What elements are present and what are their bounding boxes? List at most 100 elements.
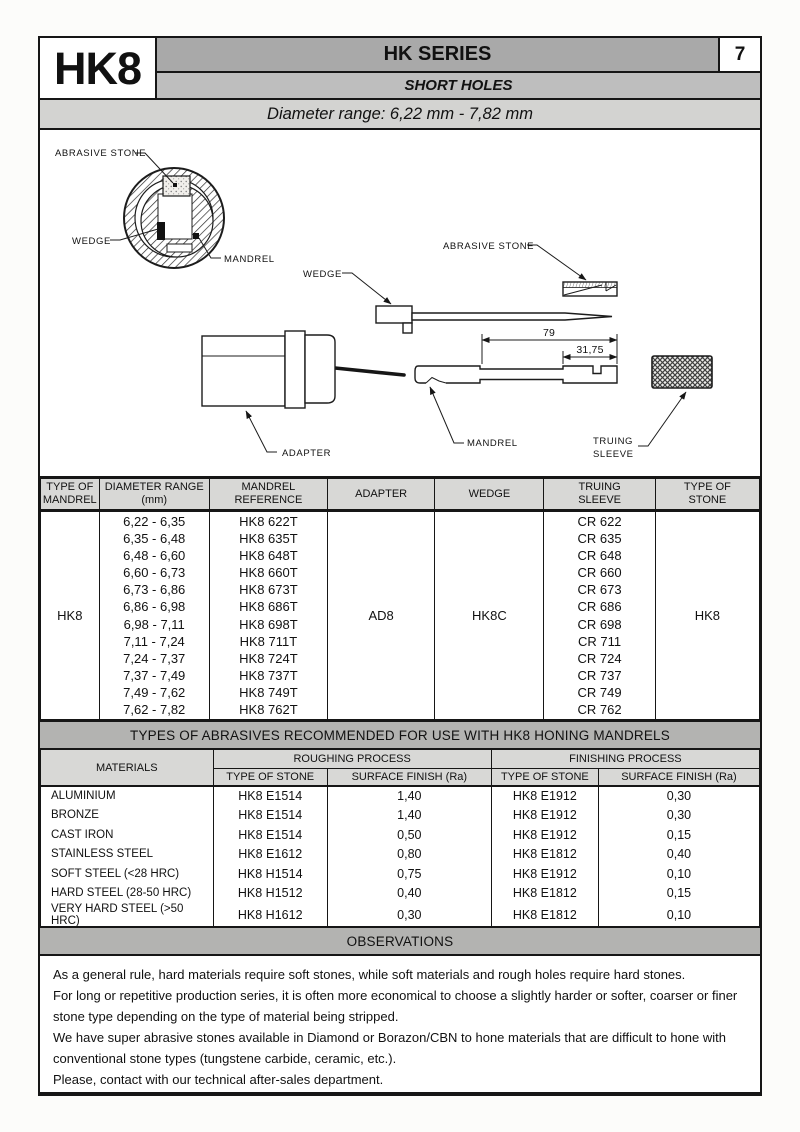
truing-sleeve-value: CR 724 bbox=[577, 650, 622, 666]
page-content: HK8 HK SERIES 7 SHORT HOLES Diameter ran… bbox=[38, 36, 762, 1096]
material-row: BRONZE HK8 E1514 1,40 HK8 E1912 0,30 bbox=[40, 805, 761, 825]
material-name: BRONZE bbox=[40, 805, 214, 825]
observation-paragraph: For long or repetitive production series… bbox=[53, 988, 738, 1024]
diameter-range-value: 7,37 - 7,49 bbox=[123, 667, 186, 683]
page-number-box: 7 bbox=[718, 38, 760, 71]
roughing-finish: 0,30 bbox=[326, 903, 492, 927]
diameter-range-list: 6,22 - 6,35 6,35 - 6,48 6,48 - 6,60 6,60… bbox=[100, 513, 209, 718]
truing-sleeve-value: CR 762 bbox=[577, 701, 622, 717]
series-title-bar: HK SERIES bbox=[157, 38, 718, 71]
finishing-finish: 0,15 bbox=[597, 883, 761, 903]
diameter-range-value: 6,22 - 6,35 bbox=[123, 513, 186, 529]
observations-title: OBSERVATIONS bbox=[346, 933, 454, 949]
finishing-finish: 0,30 bbox=[597, 805, 761, 825]
roughing-stone: HK8 H1514 bbox=[212, 864, 328, 884]
roughing-finish: 1,40 bbox=[326, 786, 492, 806]
observations-text: As a general rule, hard materials requir… bbox=[40, 956, 760, 1090]
finishing-stone: HK8 E1912 bbox=[490, 825, 599, 845]
wedge-cell: HK8C bbox=[434, 510, 545, 720]
mandrel-reference-cell: HK8 622T HK8 635T HK8 648T HK8 660T HK8 … bbox=[208, 510, 329, 720]
finishing-stone: HK8 E1812 bbox=[490, 844, 599, 864]
mandrel-part: MANDREL bbox=[333, 365, 618, 449]
mandrel-label: MANDREL bbox=[467, 438, 518, 449]
truing-sleeve-value: CR 737 bbox=[577, 667, 622, 683]
roughing-stone: HK8 E1514 bbox=[212, 805, 328, 825]
diameter-range-text: Diameter range: 6,22 mm - 7,82 mm bbox=[267, 104, 533, 123]
mandrel-reference-value: HK8 635T bbox=[239, 531, 298, 547]
mandrel-reference-value: HK8 673T bbox=[239, 582, 298, 598]
roughing-finish: 0,50 bbox=[326, 825, 492, 845]
header-diameter-range: DIAMETER RANGE(mm) bbox=[98, 478, 210, 511]
material-row: STAINLESS STEEL HK8 E1612 0,80 HK8 E1812… bbox=[40, 844, 761, 864]
finishing-stone: HK8 E1912 bbox=[490, 805, 599, 825]
truing-sleeve-value: CR 686 bbox=[577, 599, 622, 615]
diameter-range-bar: Diameter range: 6,22 mm - 7,82 mm bbox=[38, 98, 762, 130]
truing-sleeve-value: CR 711 bbox=[578, 633, 622, 649]
finishing-stone: HK8 E1912 bbox=[490, 864, 599, 884]
truing-sleeve-list: CR 622 CR 635 CR 648 CR 660 CR 673 CR 68… bbox=[544, 513, 654, 718]
cross-section-diagram: ABRASIVE STONE WEDGE MANDREL bbox=[55, 148, 275, 269]
material-name: HARD STEEL (28-50 HRC) bbox=[40, 883, 214, 903]
truing-sleeve-part: TRUING SLEEVE bbox=[593, 355, 713, 460]
truing-sleeve-label-line2: SLEEVE bbox=[593, 449, 634, 460]
finishing-stone: HK8 E1812 bbox=[490, 883, 599, 903]
header-wedge: WEDGE bbox=[434, 478, 545, 511]
observations-banner: OBSERVATIONS bbox=[38, 926, 762, 956]
technical-diagram: ABRASIVE STONE WEDGE MANDREL WEDGE bbox=[55, 148, 713, 460]
mandrel-reference-list: HK8 622T HK8 635T HK8 648T HK8 660T HK8 … bbox=[210, 513, 327, 718]
header-materials: MATERIALS bbox=[40, 750, 214, 787]
finishing-stone: HK8 E1812 bbox=[490, 903, 599, 927]
series-title: HK SERIES bbox=[383, 43, 492, 65]
roughing-stone: HK8 H1512 bbox=[212, 883, 328, 903]
truing-sleeve-value: CR 749 bbox=[577, 684, 622, 700]
diameter-range-value: 7,62 - 7,82 bbox=[123, 701, 186, 717]
diameter-range-value: 7,24 - 7,37 bbox=[123, 650, 186, 666]
mandrel-label: MANDREL bbox=[224, 254, 275, 265]
truing-sleeve-value: CR 673 bbox=[577, 582, 622, 598]
truing-sleeve-label-line1: TRUING bbox=[593, 436, 633, 447]
header-roughing-process: ROUGHING PROCESS bbox=[212, 750, 492, 769]
truing-sleeve-value: CR 622 bbox=[577, 513, 622, 529]
material-row: SOFT STEEL (<28 HRC) HK8 H1514 0,75 HK8 … bbox=[40, 864, 761, 884]
abrasive-stone-label: ABRASIVE STONE bbox=[55, 148, 146, 159]
roughing-finish: 0,75 bbox=[326, 864, 492, 884]
product-code: HK8 bbox=[53, 42, 142, 94]
mandrel-reference-value: HK8 711T bbox=[239, 633, 298, 649]
roughing-finish: 0,80 bbox=[326, 844, 492, 864]
mandrel-reference-value: HK8 737T bbox=[239, 667, 298, 683]
finishing-stone: HK8 E1912 bbox=[490, 786, 599, 806]
header-finishing-stone: TYPE OF STONE bbox=[490, 768, 599, 787]
mandrel-reference-value: HK8 749T bbox=[239, 684, 298, 700]
subtitle: SHORT HOLES bbox=[404, 77, 513, 94]
mandrel-reference-value: HK8 698T bbox=[239, 616, 298, 632]
subtitle-bar: SHORT HOLES bbox=[157, 73, 760, 98]
material-name: VERY HARD STEEL (>50 HRC) bbox=[40, 903, 214, 927]
observations-section: As a general rule, hard materials requir… bbox=[38, 954, 762, 1096]
dimension-31-75: 31,75 bbox=[562, 344, 618, 364]
abrasives-banner-text: TYPES OF ABRASIVES RECOMMENDED FOR USE W… bbox=[130, 727, 670, 743]
finishing-finish: 0,40 bbox=[597, 844, 761, 864]
mandrel-reference-value: HK8 622T bbox=[239, 513, 298, 529]
type-of-mandrel-cell: HK8 bbox=[40, 510, 100, 720]
material-row: VERY HARD STEEL (>50 HRC) HK8 H1612 0,30… bbox=[40, 903, 761, 927]
truing-sleeve-value: CR 698 bbox=[577, 616, 622, 632]
wedge-label: WEDGE bbox=[303, 269, 342, 280]
diameter-range-value: 6,60 - 6,73 bbox=[123, 565, 186, 581]
abrasive-stone-label: ABRASIVE STONE bbox=[443, 241, 534, 252]
type-of-stone-cell: HK8 bbox=[654, 510, 761, 720]
mandrel-reference-value: HK8 724T bbox=[239, 650, 298, 666]
page-header: HK8 HK SERIES 7 SHORT HOLES bbox=[38, 36, 762, 100]
roughing-stone: HK8 E1612 bbox=[212, 844, 328, 864]
header-roughing-finish: SURFACE FINISH (Ra) bbox=[326, 768, 492, 787]
header-finishing-finish: SURFACE FINISH (Ra) bbox=[597, 768, 761, 787]
truing-sleeve-cell: CR 622 CR 635 CR 648 CR 660 CR 673 CR 68… bbox=[543, 510, 656, 720]
truing-sleeve-value: CR 660 bbox=[577, 565, 622, 581]
abrasives-banner: TYPES OF ABRASIVES RECOMMENDED FOR USE W… bbox=[38, 720, 762, 750]
diameter-range-cell: 6,22 - 6,35 6,35 - 6,48 6,48 - 6,60 6,60… bbox=[98, 510, 210, 720]
